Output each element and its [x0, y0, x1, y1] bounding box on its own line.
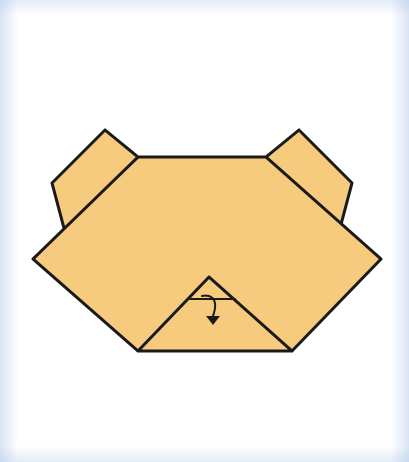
diagram-frame — [0, 0, 409, 462]
origami-diagram — [0, 0, 409, 462]
